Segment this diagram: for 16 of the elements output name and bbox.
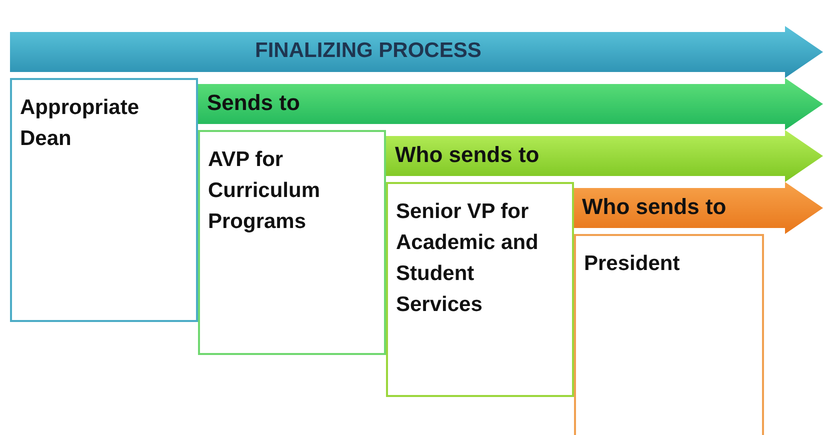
- arrow-banner: [10, 26, 823, 78]
- box-label: Senior VP for Academic and Student Services: [396, 199, 540, 318]
- text-box: [10, 78, 198, 322]
- banner-label: Who sends to: [582, 194, 726, 220]
- box-label: Appropriate Dean: [20, 95, 140, 152]
- banner-label: Who sends to: [395, 142, 540, 168]
- arrow-banner: [386, 130, 823, 182]
- text-box: [198, 130, 386, 355]
- arrow-banner: [574, 182, 823, 234]
- box-label: President: [584, 251, 681, 277]
- text-box: [386, 182, 574, 397]
- box-label: AVP for Curriculum Programs: [208, 147, 322, 235]
- text-box: [574, 234, 764, 435]
- banner-label: FINALIZING PROCESS: [255, 39, 482, 63]
- banner-label: Sends to: [207, 90, 300, 116]
- arrow-banner: [198, 78, 823, 130]
